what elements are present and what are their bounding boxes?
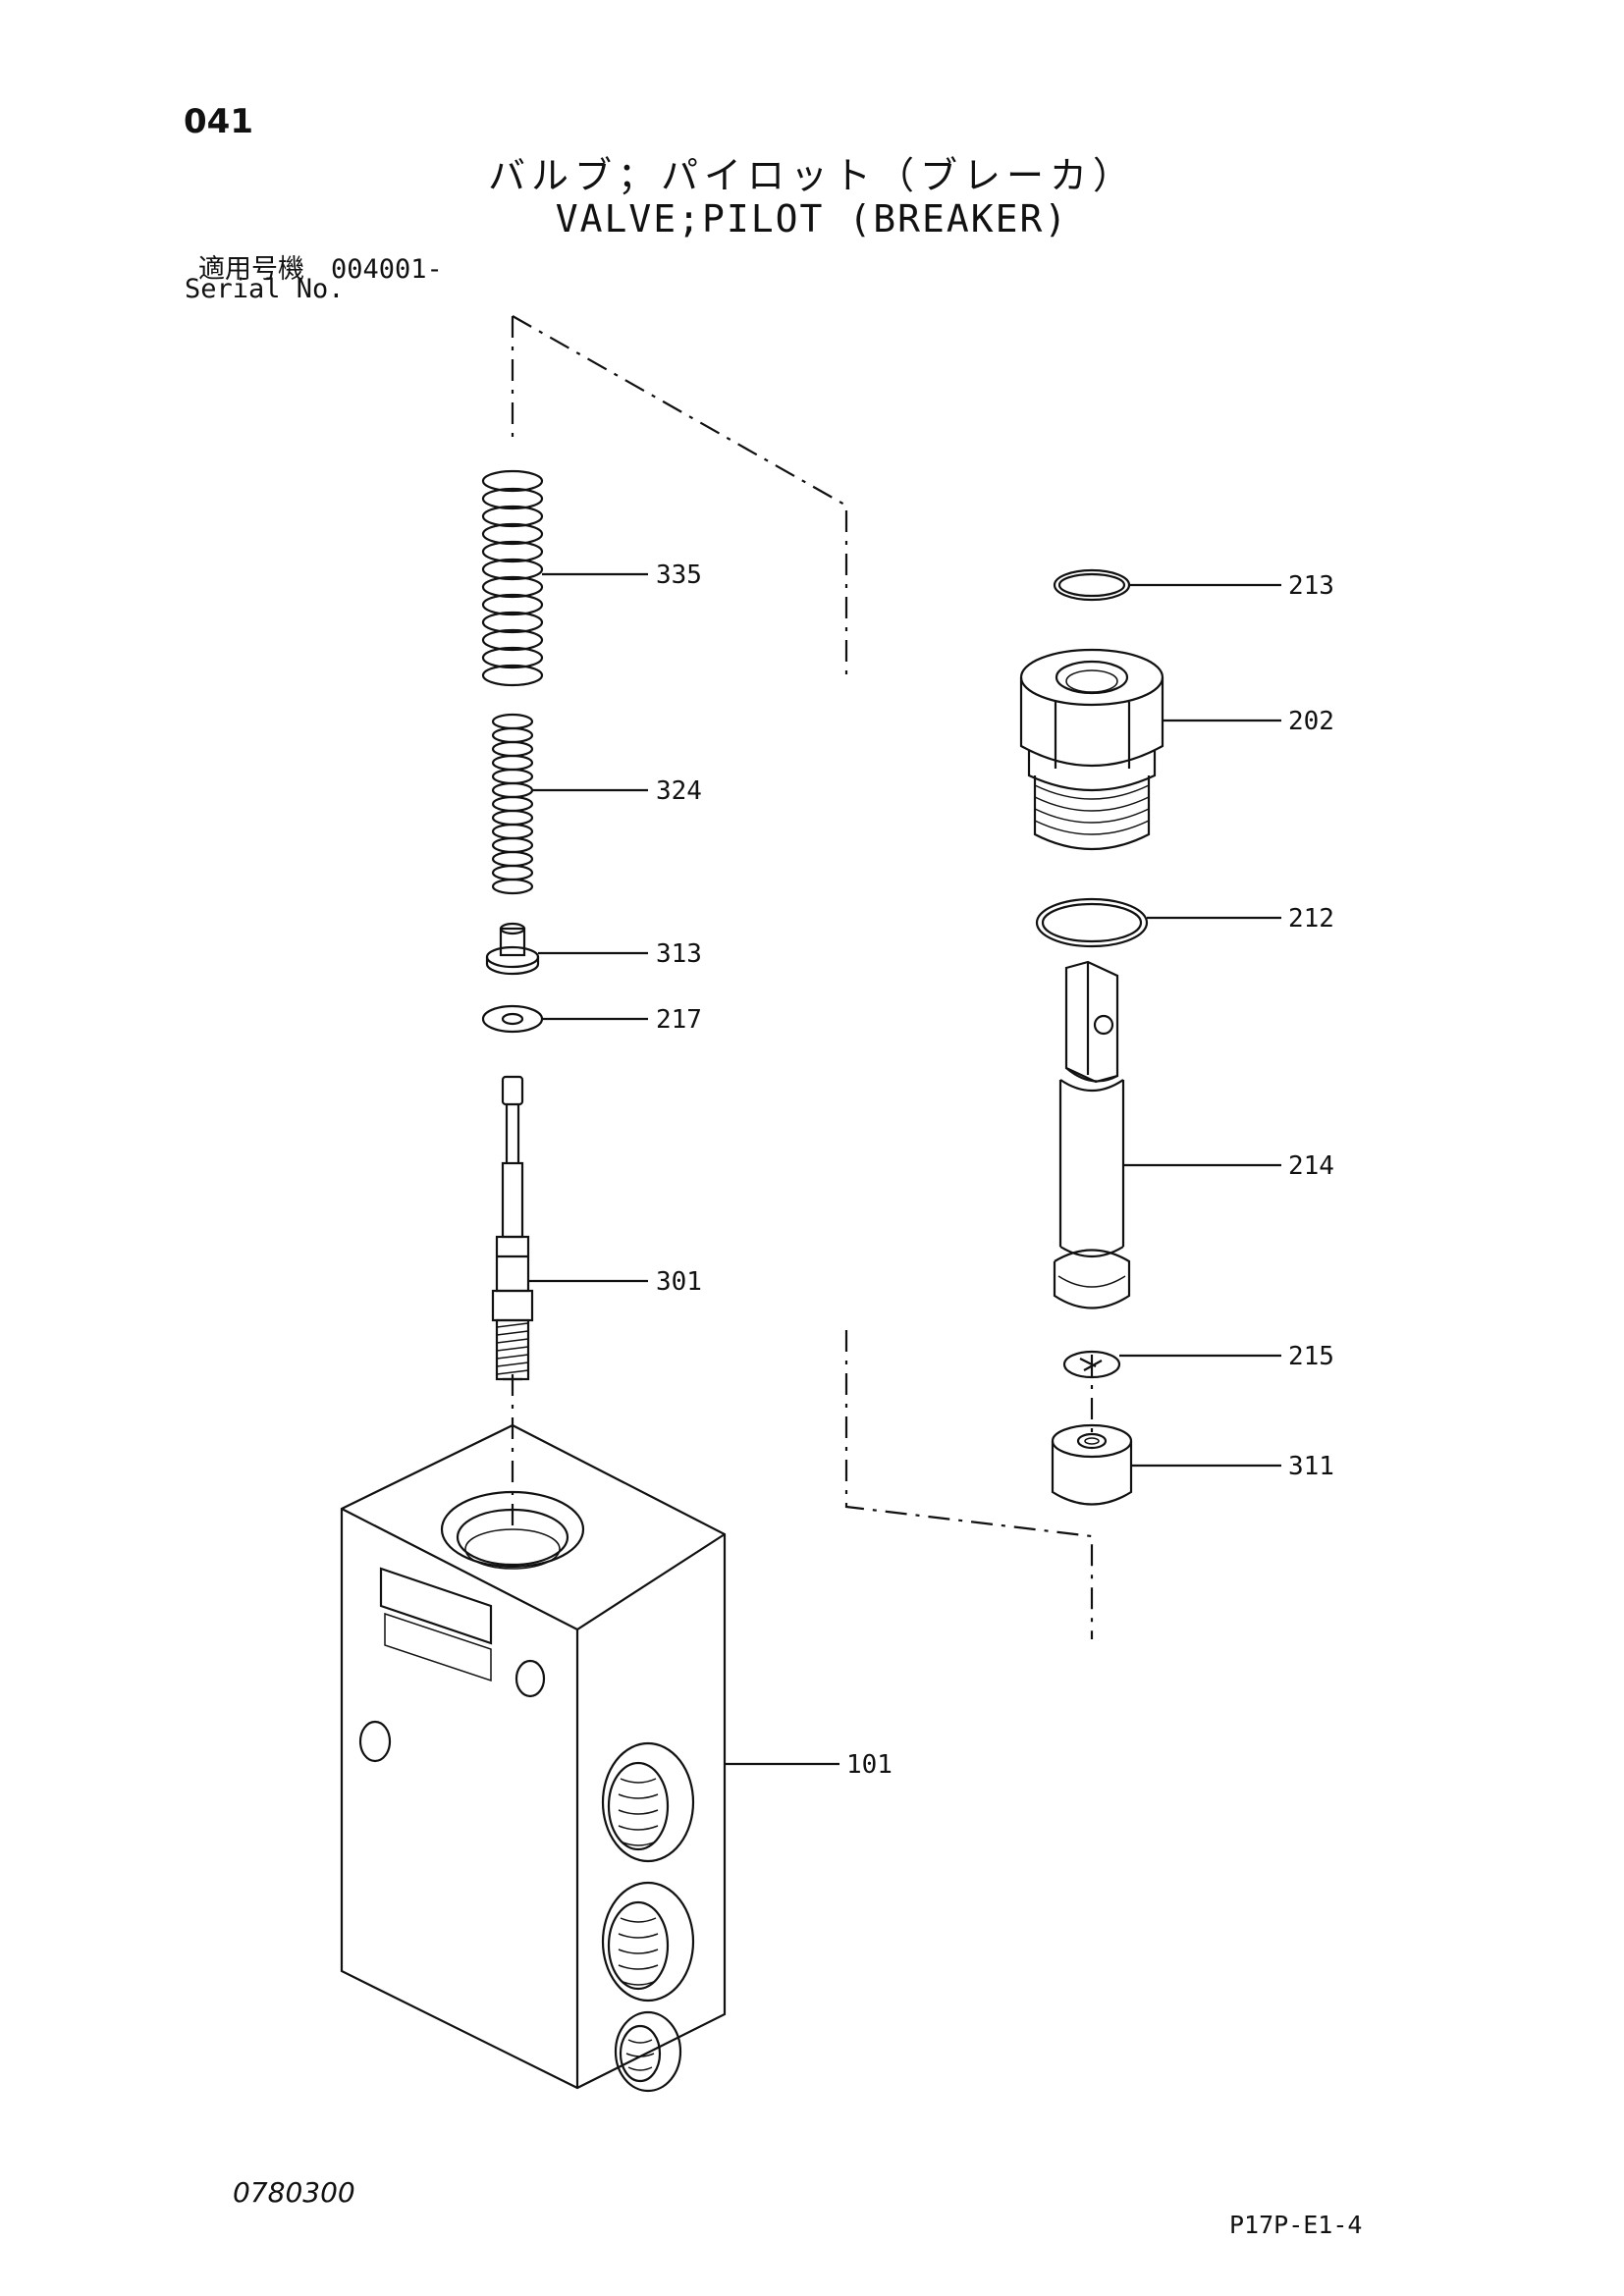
part-217-washer <box>481 1004 544 1034</box>
part-label-335: 335 <box>656 561 702 590</box>
part-label-313: 313 <box>656 939 702 969</box>
part-202-plug <box>1019 648 1164 851</box>
serial-label-english: Serial No. <box>185 274 345 304</box>
drawing-code: 0780300 <box>233 2176 355 2209</box>
part-label-214: 214 <box>1288 1151 1334 1181</box>
part-label-217: 217 <box>656 1005 702 1035</box>
part-label-101: 101 <box>846 1750 893 1780</box>
part-324-spring <box>491 713 534 895</box>
part-label-311: 311 <box>1288 1452 1334 1481</box>
part-214-plunger <box>1053 960 1131 1309</box>
part-213-o-ring <box>1053 568 1131 602</box>
page-number: 041 <box>184 102 253 141</box>
page-code: P17P-E1-4 <box>1229 2211 1363 2239</box>
assembly-axis-lines <box>511 315 1094 1639</box>
part-311-collar <box>1051 1423 1133 1506</box>
part-label-324: 324 <box>656 776 702 806</box>
part-label-301: 301 <box>656 1267 702 1297</box>
part-313-seat <box>485 922 540 976</box>
leader-lines <box>528 572 1281 1766</box>
part-label-212: 212 <box>1288 904 1334 934</box>
part-label-202: 202 <box>1288 707 1334 736</box>
part-301-stem <box>491 1075 534 1381</box>
title-english: VALVE;PILOT (BREAKER) <box>555 197 1069 240</box>
title-japanese: バルブ；パイロット（ブレーカ） <box>487 154 1136 197</box>
part-label-213: 213 <box>1288 571 1334 601</box>
part-101-valve-body <box>340 1423 727 2093</box>
serial-label-japanese: 適用号機 004001- <box>198 254 443 285</box>
part-212-o-ring <box>1035 897 1149 948</box>
part-335-spring <box>481 469 544 687</box>
part-215-ring <box>1062 1350 1121 1379</box>
part-label-215: 215 <box>1288 1342 1334 1371</box>
